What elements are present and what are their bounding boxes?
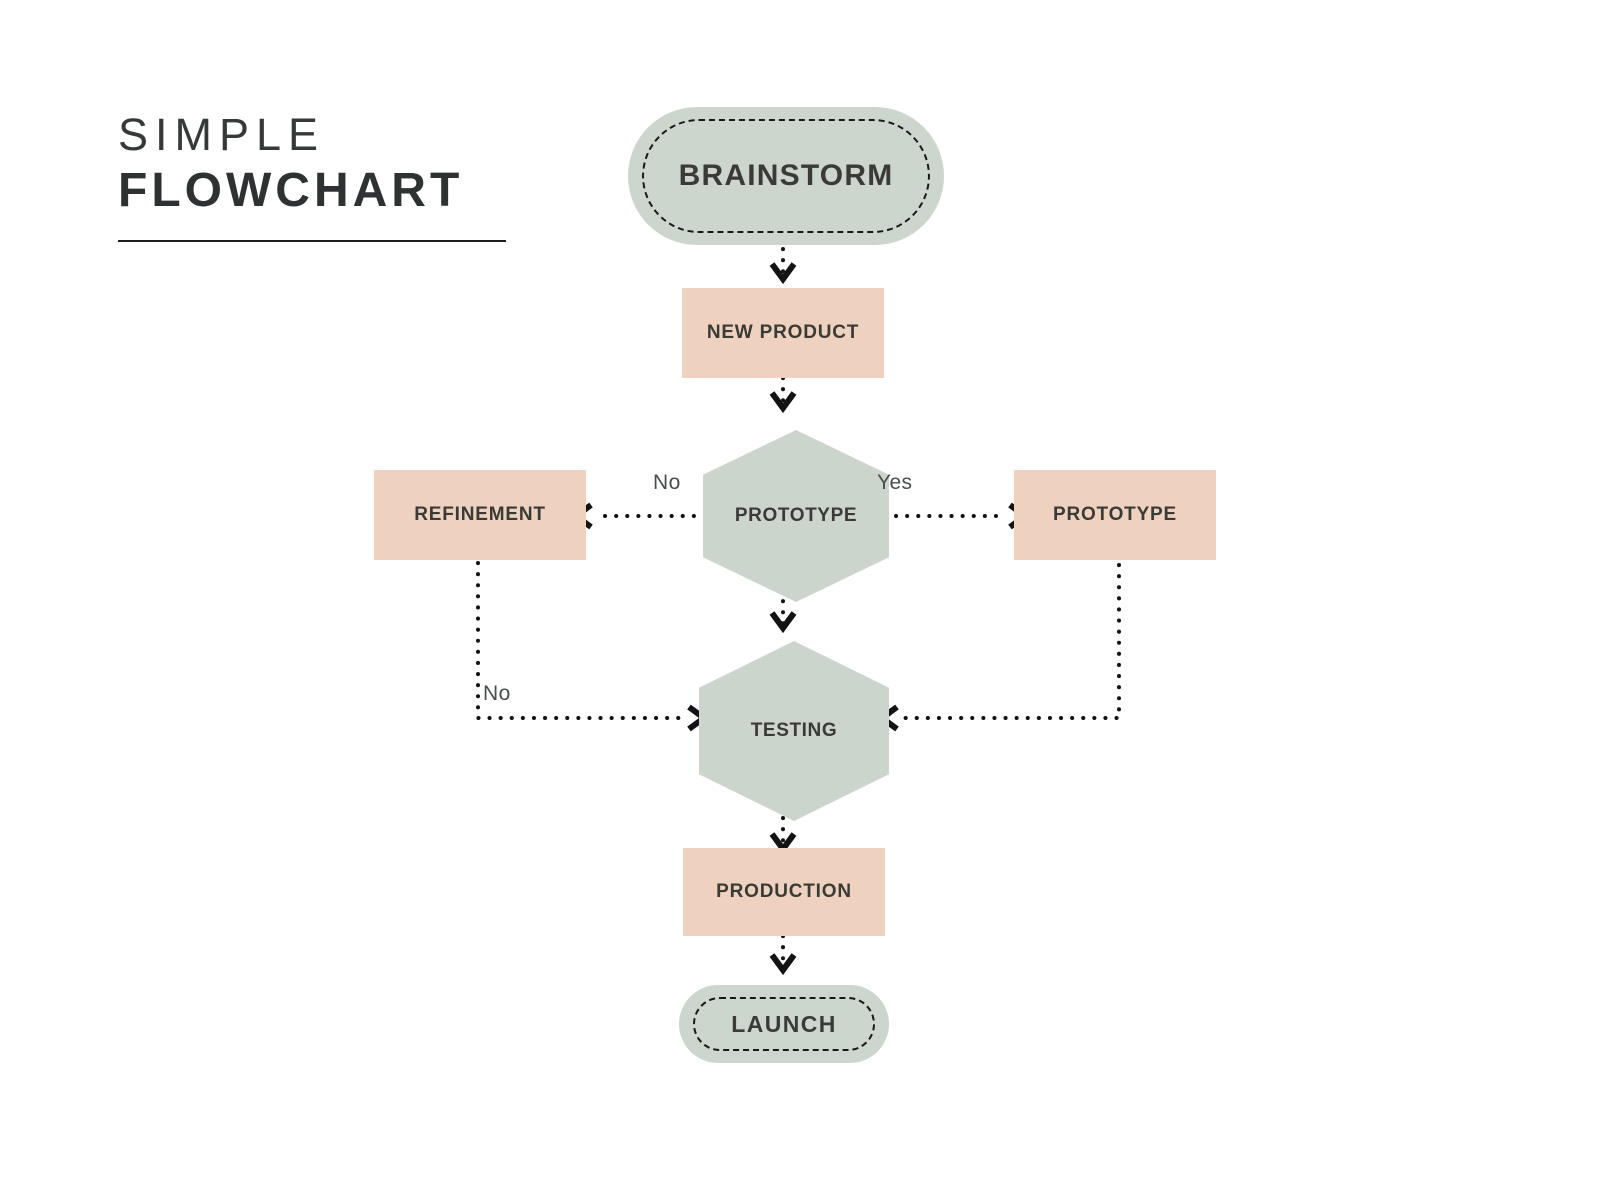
node-brainstorm-label: BRAINSTORM (678, 159, 894, 192)
title-underline-divider (118, 240, 506, 243)
node-new-product-label: NEW PRODUCT (706, 322, 860, 343)
node-prototype-process[interactable]: PROTOTYPE (1014, 470, 1216, 560)
node-brainstorm[interactable]: BRAINSTORM (628, 107, 944, 245)
edge-prototype-decision-to-prototype-process (894, 502, 1031, 530)
node-new-product[interactable]: NEW PRODUCT (682, 288, 884, 378)
title-line-simple: SIMPLE (118, 109, 326, 160)
node-refinement-label: REFINEMENT (414, 504, 546, 525)
edge-prototype-decision-to-refinement (570, 502, 707, 530)
edge-label-prototype-no: No (653, 471, 681, 494)
node-production[interactable]: PRODUCTION (683, 848, 885, 936)
node-refinement[interactable]: REFINEMENT (374, 470, 586, 560)
edge-brainstorm-to-new-product (769, 247, 797, 285)
edge-label-refinement-no: No (483, 682, 511, 705)
node-prototype-decision[interactable]: PROTOTYPE (703, 430, 889, 602)
hexagon-shape (699, 641, 889, 821)
edge-label-prototype-yes: Yes (877, 471, 913, 494)
node-prototype-process-label: PROTOTYPE (1052, 504, 1178, 525)
page-title: SIMPLE FLOWCHART (118, 109, 538, 243)
node-testing-decision[interactable]: TESTING (699, 641, 889, 821)
dashed-inner-border (693, 997, 875, 1051)
title-line-flowchart: FLOWCHART (118, 164, 464, 217)
edge-prototype-process-to-testing-decision (876, 563, 1121, 732)
edge-production-to-launch (769, 934, 797, 976)
hexagon-shape (703, 430, 889, 602)
node-launch[interactable]: LAUNCH (679, 985, 889, 1063)
edge-new-product-to-prototype-decision (769, 376, 797, 414)
node-launch-label: LAUNCH (731, 1010, 837, 1037)
dashed-inner-border (642, 119, 930, 233)
edge-refinement-to-testing-decision (476, 561, 710, 732)
node-production-label: PRODUCTION (716, 881, 852, 902)
edge-testing-decision-to-production (769, 816, 797, 855)
